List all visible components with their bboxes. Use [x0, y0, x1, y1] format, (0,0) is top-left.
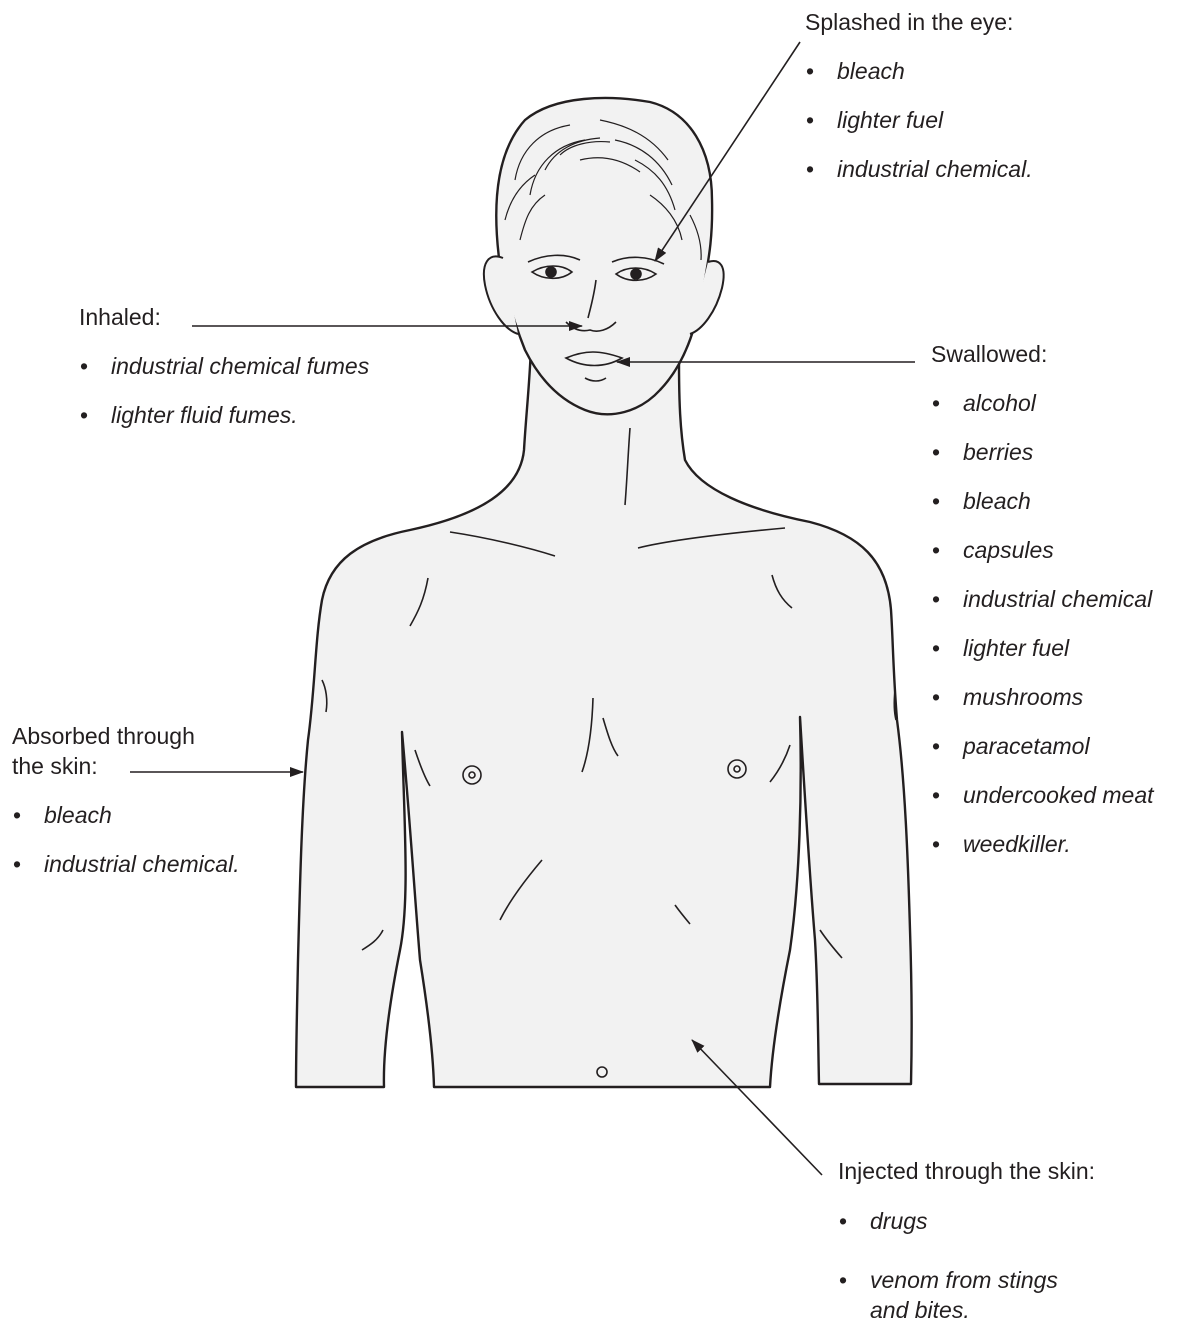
- absorbed-heading-line2: the skin:: [12, 751, 240, 781]
- swallowed-item: industrial chemical: [931, 584, 1154, 633]
- inhaled-item: industrial chemical fumes: [79, 351, 369, 400]
- swallowed-heading: Swallowed:: [931, 339, 1154, 369]
- absorbed-list: bleach industrial chemical.: [12, 800, 240, 898]
- eye-item: bleach: [805, 56, 1033, 105]
- injected-list: drugs venom from stings and bites.: [838, 1206, 1095, 1325]
- eye-item: industrial chemical.: [805, 154, 1033, 203]
- swallowed-item: mushrooms: [931, 682, 1154, 731]
- absorbed-item: bleach: [12, 800, 240, 849]
- absorbed-heading-line1: Absorbed through: [12, 721, 240, 751]
- swallowed-list: alcohol berries bleach capsules industri…: [931, 388, 1154, 878]
- inhaled-list: industrial chemical fumes lighter fluid …: [79, 351, 369, 449]
- absorbed-label-group: Absorbed through the skin: bleach indust…: [12, 721, 240, 898]
- swallowed-item: weedkiller.: [931, 829, 1154, 878]
- eye-label-group: Splashed in the eye: bleach lighter fuel…: [805, 7, 1033, 203]
- injected-item: drugs: [838, 1206, 1095, 1265]
- injected-heading: Injected through the skin:: [838, 1156, 1095, 1186]
- inhaled-heading: Inhaled:: [79, 302, 369, 332]
- absorbed-item: industrial chemical.: [12, 849, 240, 898]
- swallowed-item: capsules: [931, 535, 1154, 584]
- swallowed-item: undercooked meat: [931, 780, 1154, 829]
- swallowed-item: berries: [931, 437, 1154, 486]
- swallowed-item: alcohol: [931, 388, 1154, 437]
- injected-label-group: Injected through the skin: drugs venom f…: [838, 1156, 1095, 1325]
- inhaled-item: lighter fluid fumes.: [79, 400, 369, 449]
- injected-item: venom from stings and bites.: [838, 1265, 1080, 1325]
- torso-outline: [296, 345, 912, 1087]
- eye-heading: Splashed in the eye:: [805, 7, 1033, 37]
- swallowed-item: bleach: [931, 486, 1154, 535]
- eye-item: lighter fuel: [805, 105, 1033, 154]
- swallowed-label-group: Swallowed: alcohol berries bleach capsul…: [931, 339, 1154, 878]
- inhaled-label-group: Inhaled: industrial chemical fumes light…: [79, 302, 369, 449]
- swallowed-item: paracetamol: [931, 731, 1154, 780]
- eye-list: bleach lighter fuel industrial chemical.: [805, 56, 1033, 203]
- swallowed-item: lighter fuel: [931, 633, 1154, 682]
